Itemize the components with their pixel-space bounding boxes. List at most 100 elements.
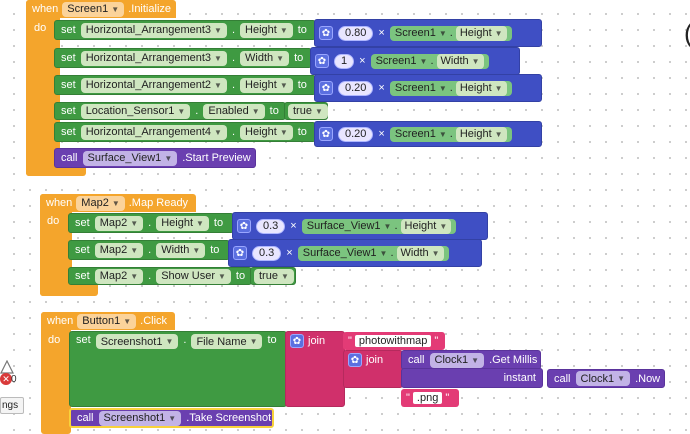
- start-preview-call-block[interactable]: call Surface_View1▼ .Start Preview: [54, 148, 256, 168]
- clock-dropdown[interactable]: Clock1▼: [575, 371, 631, 386]
- component-dropdown[interactable]: Horizontal_Arrangement3▼: [80, 22, 227, 38]
- set-label: set: [75, 244, 90, 256]
- gear-icon[interactable]: ✿: [290, 334, 304, 348]
- warning-triangle-icon[interactable]: [0, 359, 14, 374]
- clock-now-call-block[interactable]: call Clock1▼ .Now: [547, 369, 665, 388]
- property-dropdown[interactable]: Width▼: [156, 242, 206, 258]
- multiply-operator: ×: [378, 128, 385, 140]
- surface-ref-block[interactable]: Surface_View1▼.Width▼: [297, 245, 449, 261]
- gear-icon[interactable]: ✿: [319, 26, 333, 40]
- map-ready-event-header[interactable]: when Map2▼ .Map Ready: [40, 194, 196, 212]
- chevron-down-icon: ▼: [314, 106, 323, 116]
- number-value[interactable]: 0.3: [252, 245, 282, 261]
- clock-dropdown[interactable]: Clock1▼: [429, 352, 485, 368]
- property-dropdown[interactable]: Enabled▼: [203, 103, 265, 119]
- error-icon[interactable]: ✕: [0, 373, 12, 385]
- chevron-down-icon: ▼: [439, 221, 448, 231]
- take-screenshot-call-block[interactable]: call Screenshot1▼ .Take Screenshot: [69, 408, 274, 428]
- screen-ref-block[interactable]: Screen1▼.Height▼: [389, 80, 512, 96]
- get-millis-call-block[interactable]: call Clock1▼ .Get Millis: [401, 350, 541, 370]
- screen1-component-dropdown[interactable]: Screen1▼: [62, 1, 125, 17]
- set-show-user-block[interactable]: set Map2▼ . Show User▼ to: [68, 267, 252, 285]
- multiply-block[interactable]: ✿ 0.20 × Screen1▼.Height▼: [314, 121, 542, 147]
- to-label: to: [269, 105, 279, 117]
- set-enabled-block[interactable]: set Location_Sensor1▼ . Enabled▼ to: [54, 102, 286, 120]
- component-dropdown[interactable]: Horizontal_Arrangement3▼: [80, 50, 227, 66]
- chevron-down-icon: ▼: [111, 198, 120, 208]
- chevron-down-icon: ▼: [130, 245, 139, 255]
- set-height-block[interactable]: set Horizontal_Arrangement2▼ . Height▼ t…: [54, 75, 316, 95]
- chevron-down-icon: ▼: [471, 56, 480, 66]
- component-dropdown[interactable]: Map2▼: [94, 242, 144, 258]
- property-dropdown[interactable]: Height▼: [156, 215, 209, 231]
- chevron-down-icon: ▼: [494, 83, 503, 93]
- click-event-label: .Click: [140, 315, 168, 327]
- multiply-block[interactable]: ✿ 0.3 × Surface_View1▼.Height▼: [232, 212, 488, 240]
- screen-init-event-header[interactable]: when Screen1▼ .Initialize: [26, 0, 176, 18]
- property-dropdown[interactable]: Show User▼: [156, 268, 231, 284]
- property-dropdown[interactable]: Width▼: [240, 50, 290, 66]
- screen-ref-block[interactable]: Screen1▼.Width▼: [370, 53, 489, 69]
- gear-icon[interactable]: ✿: [319, 81, 333, 95]
- gear-icon[interactable]: ✿: [315, 54, 329, 68]
- screen-ref-block[interactable]: Screen1▼.Height▼: [389, 25, 512, 41]
- number-value[interactable]: 0.3: [256, 218, 286, 234]
- set-height-block[interactable]: set Horizontal_Arrangement3▼ . Height▼ t…: [54, 20, 316, 40]
- property-dropdown[interactable]: Height▼: [240, 124, 293, 140]
- multiply-operator: ×: [286, 247, 293, 259]
- text-string-photowithmap[interactable]: "photowithmap": [343, 332, 445, 350]
- chevron-down-icon: ▼: [165, 337, 174, 346]
- component-dropdown[interactable]: Horizontal_Arrangement4▼: [80, 124, 227, 140]
- component-dropdown[interactable]: Screenshot1▼: [95, 334, 179, 349]
- component-dropdown[interactable]: Screenshot1▼: [98, 410, 182, 426]
- text-string-png[interactable]: ".png": [401, 389, 459, 407]
- number-value[interactable]: 0.20: [338, 126, 374, 142]
- number-value[interactable]: 0.20: [338, 80, 374, 96]
- property-dropdown[interactable]: Height▼: [240, 22, 293, 38]
- set-width-block[interactable]: set Horizontal_Arrangement3▼ . Width▼ to: [54, 48, 312, 68]
- property-dropdown[interactable]: Height▼: [240, 77, 293, 93]
- string-value[interactable]: .png: [412, 392, 443, 404]
- boolean-dropdown[interactable]: true▼: [254, 268, 294, 284]
- set-height-block[interactable]: set Map2▼ . Height▼ to: [68, 213, 234, 233]
- gear-icon[interactable]: ✿: [233, 246, 247, 260]
- instant-label: instant: [503, 372, 536, 384]
- surface-ref-block[interactable]: Surface_View1▼.Height▼: [301, 218, 457, 234]
- instant-arg: instant: [401, 368, 543, 388]
- button1-component-dropdown[interactable]: Button1▼: [77, 313, 137, 329]
- set-file-name-block[interactable]: set Screenshot1▼ . File Name▼ to: [69, 331, 287, 407]
- call-label: call: [77, 412, 94, 424]
- button-click-event-block[interactable]: [41, 312, 71, 434]
- multiply-block[interactable]: ✿ 0.80 × Screen1▼.Height▼: [314, 19, 542, 47]
- set-width-block[interactable]: set Map2▼ . Width▼ to: [68, 240, 230, 260]
- number-value[interactable]: 1: [334, 53, 355, 69]
- to-label: to: [213, 217, 224, 229]
- screen-ref-block[interactable]: Screen1▼.Height▼: [389, 126, 512, 142]
- set-height-block[interactable]: set Horizontal_Arrangement4▼ . Height▼ t…: [54, 122, 316, 142]
- component-dropdown[interactable]: Surface_View1▼: [82, 150, 178, 166]
- multiply-block[interactable]: ✿ 0.20 × Screen1▼.Height▼: [314, 74, 542, 102]
- map2-component-dropdown[interactable]: Map2▼: [76, 195, 125, 211]
- multiply-operator: ×: [378, 82, 385, 94]
- true-block[interactable]: true▼: [284, 102, 328, 120]
- string-value[interactable]: photowithmap: [354, 335, 432, 347]
- component-dropdown[interactable]: Location_Sensor1▼: [80, 103, 191, 119]
- multiply-block[interactable]: ✿ 0.3 × Surface_View1▼.Width▼: [228, 239, 482, 267]
- gear-icon[interactable]: ✿: [319, 127, 333, 141]
- gear-icon[interactable]: ✿: [348, 353, 362, 367]
- initialize-event-label: .Initialize: [128, 3, 171, 15]
- number-value[interactable]: 0.80: [338, 25, 374, 41]
- property-dropdown[interactable]: File Name▼: [191, 334, 263, 349]
- boolean-dropdown[interactable]: true▼: [288, 103, 328, 119]
- settings-button[interactable]: ngs: [0, 397, 24, 414]
- to-label: to: [297, 24, 307, 36]
- when-label: when: [46, 197, 73, 209]
- component-dropdown[interactable]: Horizontal_Arrangement2▼: [80, 77, 227, 93]
- chevron-down-icon: ▼: [192, 245, 201, 255]
- component-dropdown[interactable]: Map2▼: [94, 215, 144, 231]
- multiply-block[interactable]: ✿ 1 × Screen1▼.Width▼: [310, 47, 520, 75]
- component-dropdown[interactable]: Map2▼: [94, 268, 144, 284]
- button-click-event-header[interactable]: when Button1▼ .Click: [41, 312, 175, 330]
- gear-icon[interactable]: ✿: [237, 219, 251, 233]
- true-block[interactable]: true▼: [250, 267, 296, 285]
